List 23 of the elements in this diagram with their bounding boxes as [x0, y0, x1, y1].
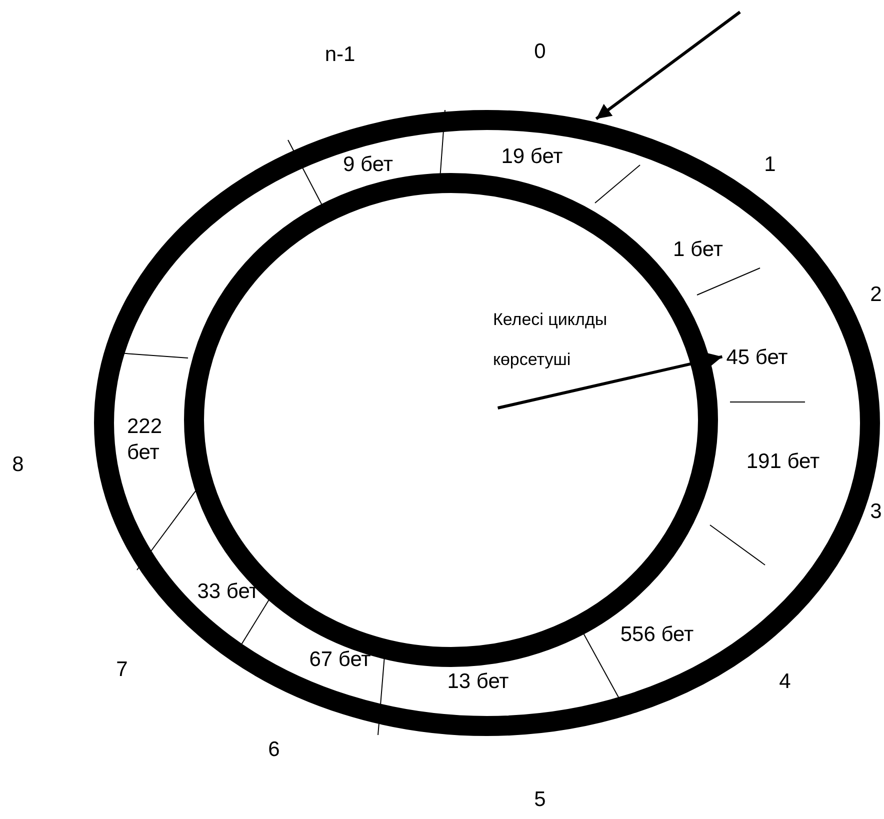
position-number: 6	[268, 736, 280, 763]
arrow	[595, 10, 741, 120]
slot-label: 19 бет	[501, 144, 563, 170]
slot-label: 191 бет	[746, 448, 820, 476]
position-number: n-1	[324, 42, 356, 68]
position-number: 2	[870, 282, 882, 308]
slot-label: 33 бет	[197, 578, 259, 606]
slot-label: 45 бет	[726, 344, 788, 372]
slot-label: 1 бет	[673, 236, 723, 264]
position-number: 1	[764, 152, 776, 178]
position-number: 7	[116, 656, 128, 683]
slot-label: 13 бет	[447, 668, 509, 696]
position-number: 3	[870, 498, 882, 525]
slot-label: 9 бет	[343, 152, 393, 178]
slot-label: 556 бет	[620, 622, 694, 648]
slot-label: 222 бет	[127, 414, 189, 466]
slot-label: 67 бет	[309, 646, 371, 674]
position-number: 0	[534, 38, 546, 65]
position-number: 8	[12, 452, 24, 478]
position-number: 4	[779, 668, 791, 695]
arrow	[497, 352, 723, 410]
pointer-label: Келесі циклды көрсетуші	[493, 300, 613, 380]
position-number: 5	[534, 786, 546, 813]
